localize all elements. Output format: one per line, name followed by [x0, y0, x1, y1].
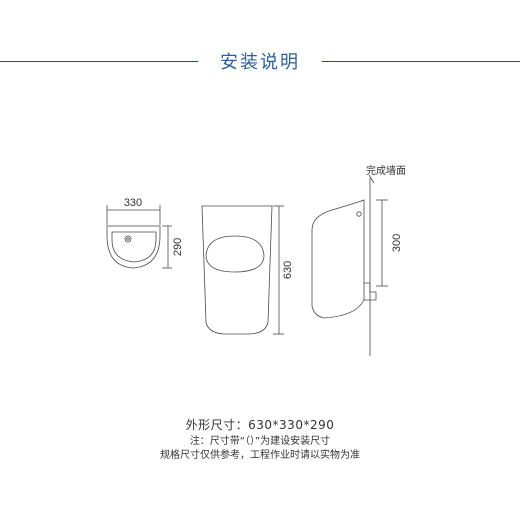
header-rule-left: [0, 61, 198, 62]
spud-inlet-circle: [356, 211, 362, 217]
drain-outlet: [364, 282, 377, 301]
front-view-outline: [201, 205, 273, 335]
drain-circle: [124, 235, 132, 243]
top-depth-label: 290: [172, 238, 184, 256]
header-rule-right: [322, 61, 520, 62]
side-view: [311, 174, 388, 356]
front-view: [201, 205, 284, 335]
wall-leader-line: [368, 174, 375, 184]
front-bowl-opening: [205, 235, 265, 273]
finished-wall-label: 完成墙面: [366, 164, 406, 177]
installation-note-text: 注：尺寸带“（）”为建设安装尺寸: [189, 436, 331, 447]
front-height-label: 630: [282, 261, 294, 279]
disclaimer-text: 规格尺寸仅供参考，工程作业时请以实物为准: [160, 450, 360, 461]
top-view-inner: [111, 231, 157, 263]
top-view: [106, 205, 172, 269]
top-view-outline: [106, 225, 161, 269]
top-width-label: 330: [124, 197, 142, 209]
overall-dimensions-text: 外形尺寸：630*330*290: [185, 418, 335, 432]
page-title: 安装说明: [220, 52, 300, 73]
side-view-outline: [311, 199, 365, 319]
side-height-label: 300: [391, 234, 403, 252]
